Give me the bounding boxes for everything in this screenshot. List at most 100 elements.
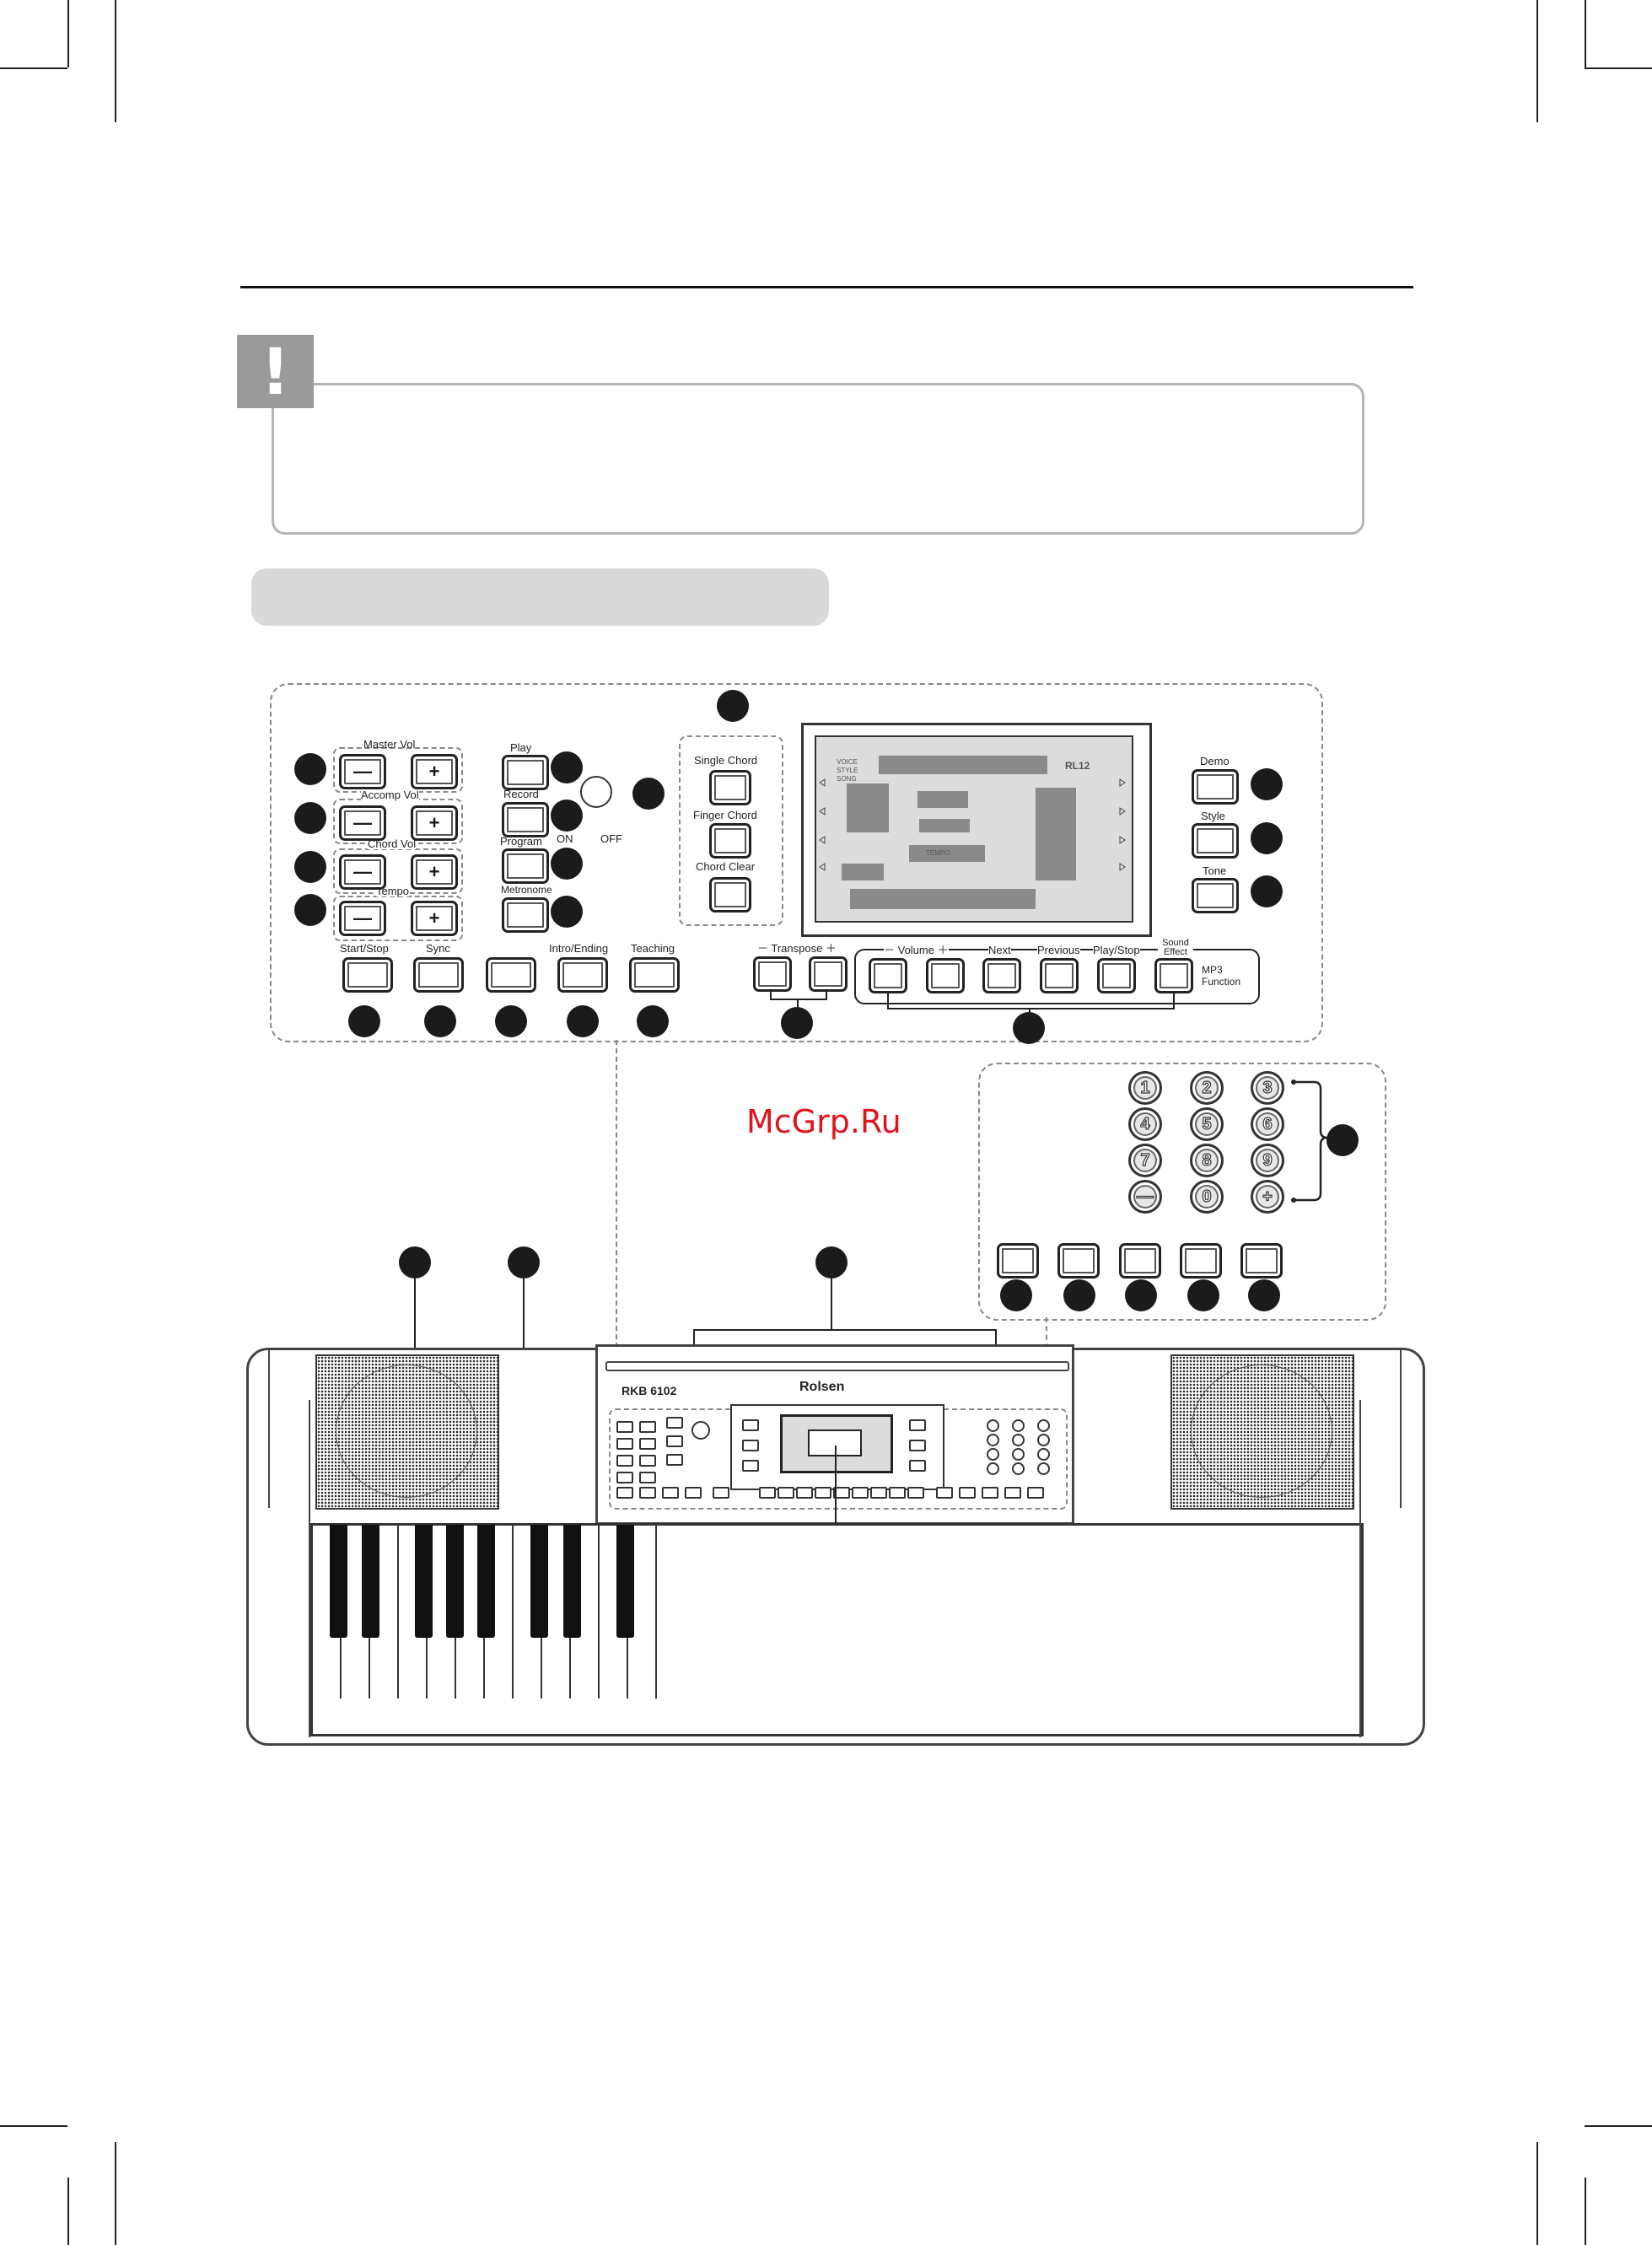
mini-button[interactable] <box>639 1421 656 1433</box>
chord-vol-plus-button[interactable]: + <box>411 854 458 890</box>
mini-key[interactable] <box>1037 1448 1050 1461</box>
black-key[interactable] <box>530 1525 548 1638</box>
white-key[interactable] <box>369 1524 399 1699</box>
key-2[interactable]: 2 <box>1190 1071 1224 1105</box>
mini-button[interactable] <box>639 1487 656 1499</box>
tempo-minus-button[interactable]: — <box>339 901 386 936</box>
mini-button[interactable] <box>936 1487 953 1499</box>
black-key[interactable] <box>330 1525 347 1638</box>
mini-button[interactable] <box>959 1487 976 1499</box>
mini-button[interactable] <box>616 1421 633 1433</box>
mini-button[interactable] <box>982 1487 998 1499</box>
key-0[interactable]: 0 <box>1190 1180 1224 1214</box>
white-key[interactable] <box>627 1524 657 1699</box>
key-6[interactable]: 6 <box>1251 1107 1284 1141</box>
mini-button[interactable] <box>639 1438 656 1450</box>
mini-button[interactable] <box>815 1487 831 1499</box>
mini-key[interactable] <box>987 1434 999 1446</box>
tempo-plus-button[interactable]: + <box>411 901 458 936</box>
mini-button[interactable] <box>742 1440 759 1451</box>
chord-clear-button[interactable] <box>709 877 751 913</box>
style-button[interactable] <box>1192 823 1239 859</box>
mini-button[interactable] <box>759 1487 776 1499</box>
black-key[interactable] <box>616 1525 634 1638</box>
key-8[interactable]: 8 <box>1190 1144 1224 1177</box>
black-key[interactable] <box>362 1525 379 1638</box>
mini-key[interactable] <box>1012 1448 1025 1461</box>
key-9[interactable]: 9 <box>1251 1144 1284 1177</box>
mini-button[interactable] <box>742 1460 759 1472</box>
mini-key[interactable] <box>987 1448 999 1461</box>
play-button[interactable] <box>502 755 549 790</box>
mini-button[interactable] <box>889 1487 906 1499</box>
black-key[interactable] <box>563 1525 581 1638</box>
mini-button[interactable] <box>662 1487 679 1499</box>
mini-button[interactable] <box>852 1487 869 1499</box>
key-3[interactable]: 3 <box>1251 1071 1284 1105</box>
mini-button[interactable] <box>796 1487 813 1499</box>
mini-key[interactable] <box>987 1462 999 1475</box>
mini-key[interactable] <box>987 1419 999 1432</box>
key-4[interactable]: 4 <box>1128 1107 1162 1141</box>
mini-button[interactable] <box>666 1435 683 1447</box>
tone-button[interactable] <box>1192 878 1239 913</box>
mini-button[interactable] <box>713 1487 729 1499</box>
finger-chord-button[interactable] <box>709 823 751 859</box>
black-key[interactable] <box>477 1525 495 1638</box>
mini-button[interactable] <box>909 1460 926 1472</box>
mini-button[interactable] <box>616 1472 633 1483</box>
white-key[interactable] <box>484 1524 514 1699</box>
mini-button[interactable] <box>909 1419 926 1431</box>
mini-key[interactable] <box>1012 1419 1025 1432</box>
black-key[interactable] <box>415 1525 433 1638</box>
mini-button[interactable] <box>616 1455 633 1467</box>
accomp-vol-plus-button[interactable]: + <box>411 805 458 841</box>
mp3-sound-effect-button[interactable] <box>1154 958 1193 993</box>
mp3-next-button[interactable] <box>982 958 1021 993</box>
mini-button[interactable] <box>1004 1487 1021 1499</box>
mini-button[interactable] <box>666 1417 683 1429</box>
mini-button[interactable] <box>742 1419 759 1431</box>
mini-key[interactable] <box>1012 1434 1025 1446</box>
accomp-vol-minus-button[interactable]: — <box>339 805 386 841</box>
mini-button[interactable] <box>907 1487 924 1499</box>
mini-button[interactable] <box>1027 1487 1044 1499</box>
sync-button[interactable] <box>413 957 464 993</box>
mini-button[interactable] <box>870 1487 887 1499</box>
bank-button-3[interactable] <box>1119 1243 1161 1279</box>
bank-button-1[interactable] <box>997 1243 1039 1279</box>
white-key[interactable] <box>570 1524 600 1699</box>
mp3-volume-plus-button[interactable] <box>926 958 965 993</box>
key-5[interactable]: 5 <box>1190 1107 1224 1141</box>
key-7[interactable]: 7 <box>1128 1144 1162 1177</box>
mp3-previous-button[interactable] <box>1040 958 1079 993</box>
program-button[interactable] <box>502 848 549 884</box>
mini-button[interactable] <box>778 1487 794 1499</box>
mini-button[interactable] <box>909 1440 926 1451</box>
metronome-button[interactable] <box>502 897 549 933</box>
key-1[interactable]: 1 <box>1128 1071 1162 1105</box>
key-minus[interactable]: — <box>1128 1180 1162 1214</box>
mini-button[interactable] <box>616 1487 633 1499</box>
demo-button[interactable] <box>1192 769 1239 805</box>
record-button[interactable] <box>502 802 549 837</box>
mini-button[interactable] <box>833 1487 850 1499</box>
mini-button[interactable] <box>639 1455 656 1467</box>
mini-key[interactable] <box>1037 1419 1050 1432</box>
key-plus[interactable]: + <box>1251 1180 1284 1214</box>
mp3-volume-minus-button[interactable] <box>869 958 907 993</box>
power-switch-icon[interactable] <box>580 776 612 808</box>
teaching-button[interactable] <box>629 957 680 993</box>
mini-button[interactable] <box>666 1454 683 1466</box>
mini-power-knob[interactable] <box>691 1421 710 1440</box>
mini-key[interactable] <box>1037 1462 1050 1475</box>
unlabeled-button[interactable] <box>486 957 536 993</box>
mini-button[interactable] <box>685 1487 702 1499</box>
bank-button-4[interactable] <box>1180 1243 1222 1279</box>
mini-key[interactable] <box>1037 1434 1050 1446</box>
black-key[interactable] <box>446 1525 464 1638</box>
chord-vol-minus-button[interactable]: — <box>339 854 386 890</box>
mini-button[interactable] <box>639 1472 656 1483</box>
bank-button-5[interactable] <box>1240 1243 1283 1279</box>
mini-key[interactable] <box>1012 1462 1025 1475</box>
